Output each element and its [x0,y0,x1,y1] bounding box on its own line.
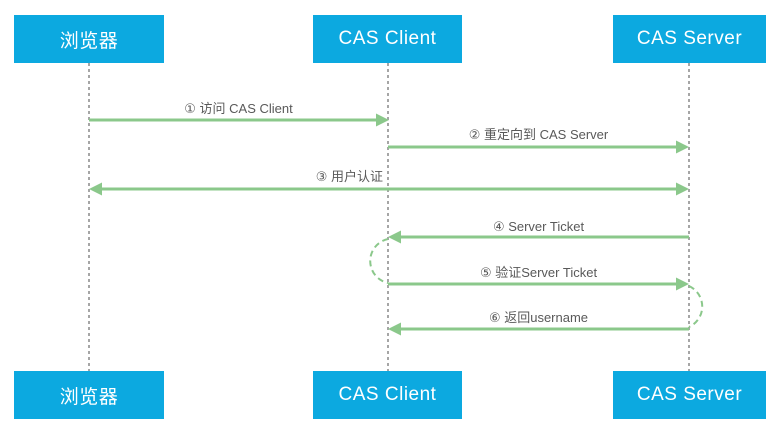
actor-label-cas-client-top: CAS Client [338,28,437,49]
message-label-2-redirect-cas-server: ② 重定向到 CAS Server [468,127,609,142]
loop-arc-cas-client [369,238,389,284]
arrowhead-right-msg3 [676,182,689,196]
message-label-4-server-ticket: ④ Server Ticket [492,219,585,234]
message-label-1-visit-cas-client: ① 访问 CAS Client [184,101,293,116]
actor-box-browser-bottom: 浏览器 [14,371,164,419]
actor-box-cas-server-top: CAS Server [613,15,766,63]
message-label-5-validate-server-ticket: ⑤ 验证Server Ticket [479,265,598,280]
actor-box-cas-server-bottom: CAS Server [613,371,766,419]
loop-arc-cas-server [688,285,704,328]
actor-label-browser-bottom: 浏览器 [59,386,119,408]
actor-box-browser-top: 浏览器 [14,15,164,63]
actor-label-cas-server-top: CAS Server [636,28,743,49]
message-label-6-return-username: ⑥ 返回username [488,310,589,325]
actor-box-cas-client-bottom: CAS Client [313,371,462,419]
actor-box-cas-client-top: CAS Client [313,15,462,63]
actor-label-cas-client-bottom: CAS Client [338,384,437,405]
message-label-3-user-auth: ③ 用户认证 [315,169,383,184]
actor-label-browser-top: 浏览器 [59,30,119,52]
actor-label-cas-server-bottom: CAS Server [636,384,743,405]
